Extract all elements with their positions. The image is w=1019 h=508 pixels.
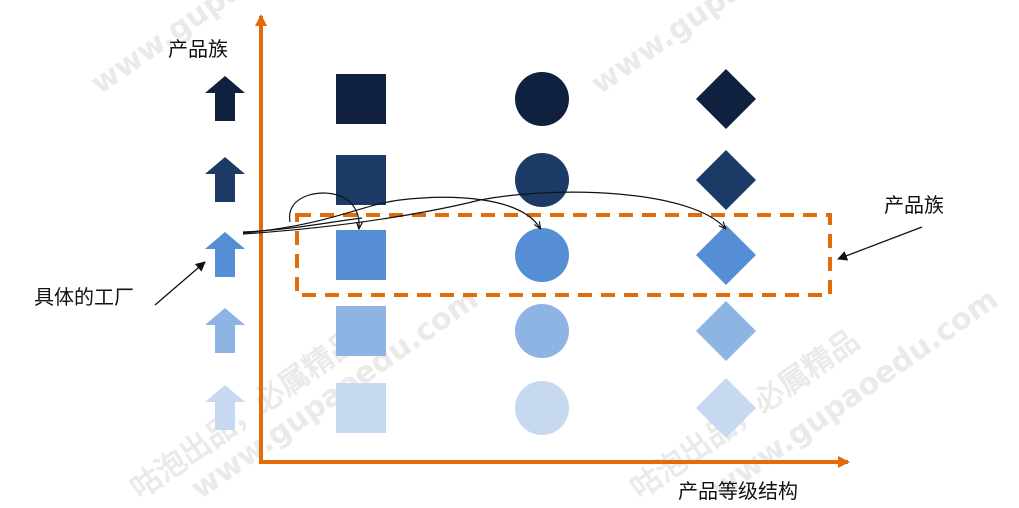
product-square bbox=[336, 74, 386, 124]
family-pointer-arrow bbox=[837, 226, 923, 261]
curve-to-diamond bbox=[242, 191, 725, 235]
curve-to-square bbox=[289, 192, 360, 228]
concrete-factory-label: 具体的工厂 bbox=[34, 285, 134, 309]
factory-arrow-icon bbox=[205, 157, 245, 202]
factory-arrow-icon bbox=[205, 76, 245, 121]
product-square bbox=[336, 230, 386, 280]
product-circle bbox=[515, 72, 569, 126]
factory-arrow-icon bbox=[205, 232, 245, 277]
x-axis-label: 产品等级结构 bbox=[678, 479, 798, 503]
product-circle bbox=[515, 228, 569, 282]
product-diamond bbox=[696, 69, 756, 129]
product-diamond bbox=[696, 378, 756, 438]
product-circle bbox=[515, 304, 569, 358]
product-square bbox=[336, 155, 386, 205]
factory-arrow-icon bbox=[205, 308, 245, 353]
y-axis-label: 产品族 bbox=[168, 37, 228, 61]
product-diamond bbox=[696, 150, 756, 210]
product-square bbox=[336, 383, 386, 433]
product-grid bbox=[205, 69, 756, 438]
product-diamond bbox=[696, 301, 756, 361]
product-square bbox=[336, 306, 386, 356]
product-family-label: 产品族 bbox=[884, 193, 944, 217]
product-family-highlight-box bbox=[295, 213, 832, 297]
curve-to-circle bbox=[242, 196, 540, 234]
product-diamond bbox=[696, 225, 756, 285]
factory-pointer-arrow bbox=[154, 261, 206, 306]
product-circle bbox=[515, 153, 569, 207]
product-circle bbox=[515, 381, 569, 435]
factory-arrow-icon bbox=[205, 385, 245, 430]
factory-creates-curves bbox=[242, 191, 725, 235]
